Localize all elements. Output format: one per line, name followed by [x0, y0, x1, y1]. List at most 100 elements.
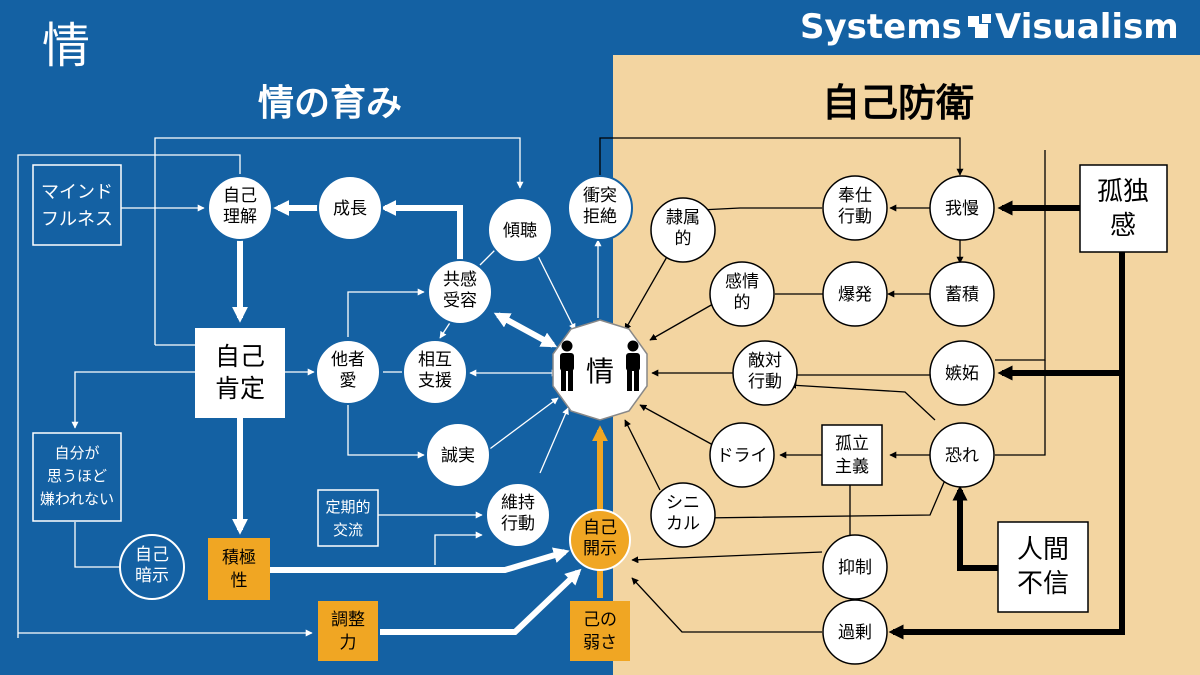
brand-word-systems: Systems: [800, 7, 962, 47]
node-cynical: シニ カル: [650, 482, 716, 548]
svg-text:交流: 交流: [333, 521, 363, 539]
svg-text:受容: 受容: [443, 291, 477, 311]
person-icon-left: [560, 340, 574, 391]
node-kanjou-teki: 感情 的: [709, 261, 775, 327]
svg-text:開示: 開示: [583, 539, 617, 559]
svg-text:理解: 理解: [223, 207, 257, 227]
svg-text:的: 的: [675, 229, 692, 249]
svg-text:支援: 支援: [418, 371, 452, 391]
box-mindfulness: マインド フルネス: [32, 164, 122, 246]
svg-text:衝突: 衝突: [583, 186, 617, 206]
svg-text:奉仕: 奉仕: [838, 186, 872, 206]
node-chikuseki: 蓄積: [929, 261, 995, 327]
svg-text:暗示: 暗示: [135, 566, 169, 586]
svg-text:不信: 不信: [1017, 569, 1069, 599]
svg-text:フルネス: フルネス: [41, 209, 113, 230]
svg-text:的: 的: [734, 293, 751, 313]
svg-text:感情: 感情: [725, 272, 759, 292]
box-jiko-koutei: 自己 肯定: [195, 328, 285, 418]
white-connectors: [17, 137, 602, 638]
svg-text:行動: 行動: [838, 207, 872, 227]
black-thick-arrows: [888, 200, 1125, 640]
node-shoutotsu-kyozetsu: 衝突 拒絶: [567, 175, 633, 241]
svg-text:我慢: 我慢: [945, 198, 979, 219]
svg-text:自己: 自己: [215, 342, 265, 371]
svg-text:ドライ: ドライ: [717, 446, 768, 466]
svg-text:拒絶: 拒絶: [583, 207, 617, 227]
node-yokusei: 抑制: [822, 534, 888, 600]
svg-text:シニ: シニ: [666, 493, 700, 513]
white-thick-arrows: [232, 200, 582, 635]
svg-text:カル: カル: [666, 514, 700, 534]
right-background: [613, 55, 1200, 675]
box-ningen-fushin: 人間 不信: [997, 521, 1089, 613]
box-koritsu-shugi: 孤立 主義: [821, 424, 883, 486]
svg-text:感: 感: [1110, 211, 1136, 241]
center-label: 情: [586, 355, 614, 388]
node-gaman: 我慢: [929, 175, 995, 241]
svg-text:自己: 自己: [583, 518, 617, 538]
svg-text:行動: 行動: [748, 372, 782, 392]
box-teikiteki-kouryuu: 定期的 交流: [317, 489, 379, 547]
person-icon-right: [626, 340, 640, 391]
node-jiko-rikai: 自己 理解: [207, 175, 273, 241]
node-keichou: 傾聴: [487, 197, 553, 263]
svg-text:自己: 自己: [135, 545, 169, 565]
node-bakuhatsu: 爆発: [822, 261, 888, 327]
svg-text:定期的: 定期的: [325, 498, 370, 516]
node-tekitai-koudou: 敵対 行動: [732, 340, 798, 406]
svg-text:思うほど: 思うほど: [47, 467, 107, 485]
svg-text:隷属: 隷属: [666, 208, 700, 228]
svg-text:恐れ: 恐れ: [945, 446, 979, 466]
node-reizoku-teki: 隷属 的: [650, 197, 716, 263]
box-onore-no-yowasa: 己の 弱さ: [570, 601, 630, 661]
svg-text:他者: 他者: [331, 350, 365, 370]
box-chousei-ryoku: 調整 力: [318, 601, 378, 661]
svg-text:抑制: 抑制: [838, 558, 872, 578]
svg-text:愛: 愛: [340, 371, 357, 391]
svg-text:肯定: 肯定: [215, 374, 265, 403]
node-dry: ドライ: [709, 422, 775, 488]
node-kyoukan-juyou: 共感 受容: [427, 259, 493, 325]
svg-text:蓄積: 蓄積: [945, 285, 979, 305]
svg-text:人間: 人間: [1017, 535, 1069, 565]
svg-text:成長: 成長: [333, 199, 367, 219]
section-title-left: 情の育み: [258, 83, 402, 124]
node-tasha-ai: 他者 愛: [315, 339, 381, 405]
node-houshi-koudou: 奉仕 行動: [822, 175, 888, 241]
node-osore: 恐れ: [929, 422, 995, 488]
brand-word-visualism: Visualism: [995, 7, 1179, 47]
svg-text:自分が: 自分が: [54, 444, 99, 462]
svg-text:敵対: 敵対: [748, 351, 782, 371]
node-center-jou: 情: [552, 319, 648, 421]
svg-text:嫉妬: 嫉妬: [945, 364, 979, 384]
svg-text:自己: 自己: [223, 186, 257, 206]
node-jiko-kaiji: 自己 開示: [569, 509, 631, 571]
node-shitto: 嫉妬: [929, 340, 995, 406]
svg-text:孤立: 孤立: [835, 434, 869, 454]
svg-text:爆発: 爆発: [838, 285, 872, 305]
node-seichou: 成長: [317, 175, 383, 241]
node-iji-koudou: 維持 行動: [485, 482, 551, 548]
svg-text:相互: 相互: [418, 350, 452, 370]
svg-text:過剰: 過剰: [838, 623, 872, 643]
svg-text:孤独: 孤独: [1097, 177, 1149, 207]
svg-text:維持: 維持: [501, 493, 535, 513]
systems-visualism-logo-icon: [968, 14, 991, 38]
node-jiko-anji: 自己 暗示: [119, 534, 185, 600]
svg-text:性: 性: [231, 571, 248, 591]
svg-text:嫌われない: 嫌われない: [40, 490, 114, 508]
section-title-right: 自己防衛: [822, 81, 974, 125]
box-kirawarenai: 自分が 思うほど 嫌われない: [32, 432, 122, 522]
svg-text:マインド: マインド: [41, 182, 113, 203]
svg-text:傾聴: 傾聴: [503, 221, 537, 241]
svg-text:己の: 己の: [583, 610, 617, 630]
black-connectors: [599, 137, 1046, 633]
svg-text:共感: 共感: [443, 270, 477, 290]
svg-text:弱さ: 弱さ: [583, 633, 617, 653]
box-kodoku-kan: 孤独 感: [1079, 164, 1168, 253]
node-seijitsu: 誠実: [425, 422, 491, 488]
node-kajou: 過剰: [822, 599, 888, 665]
